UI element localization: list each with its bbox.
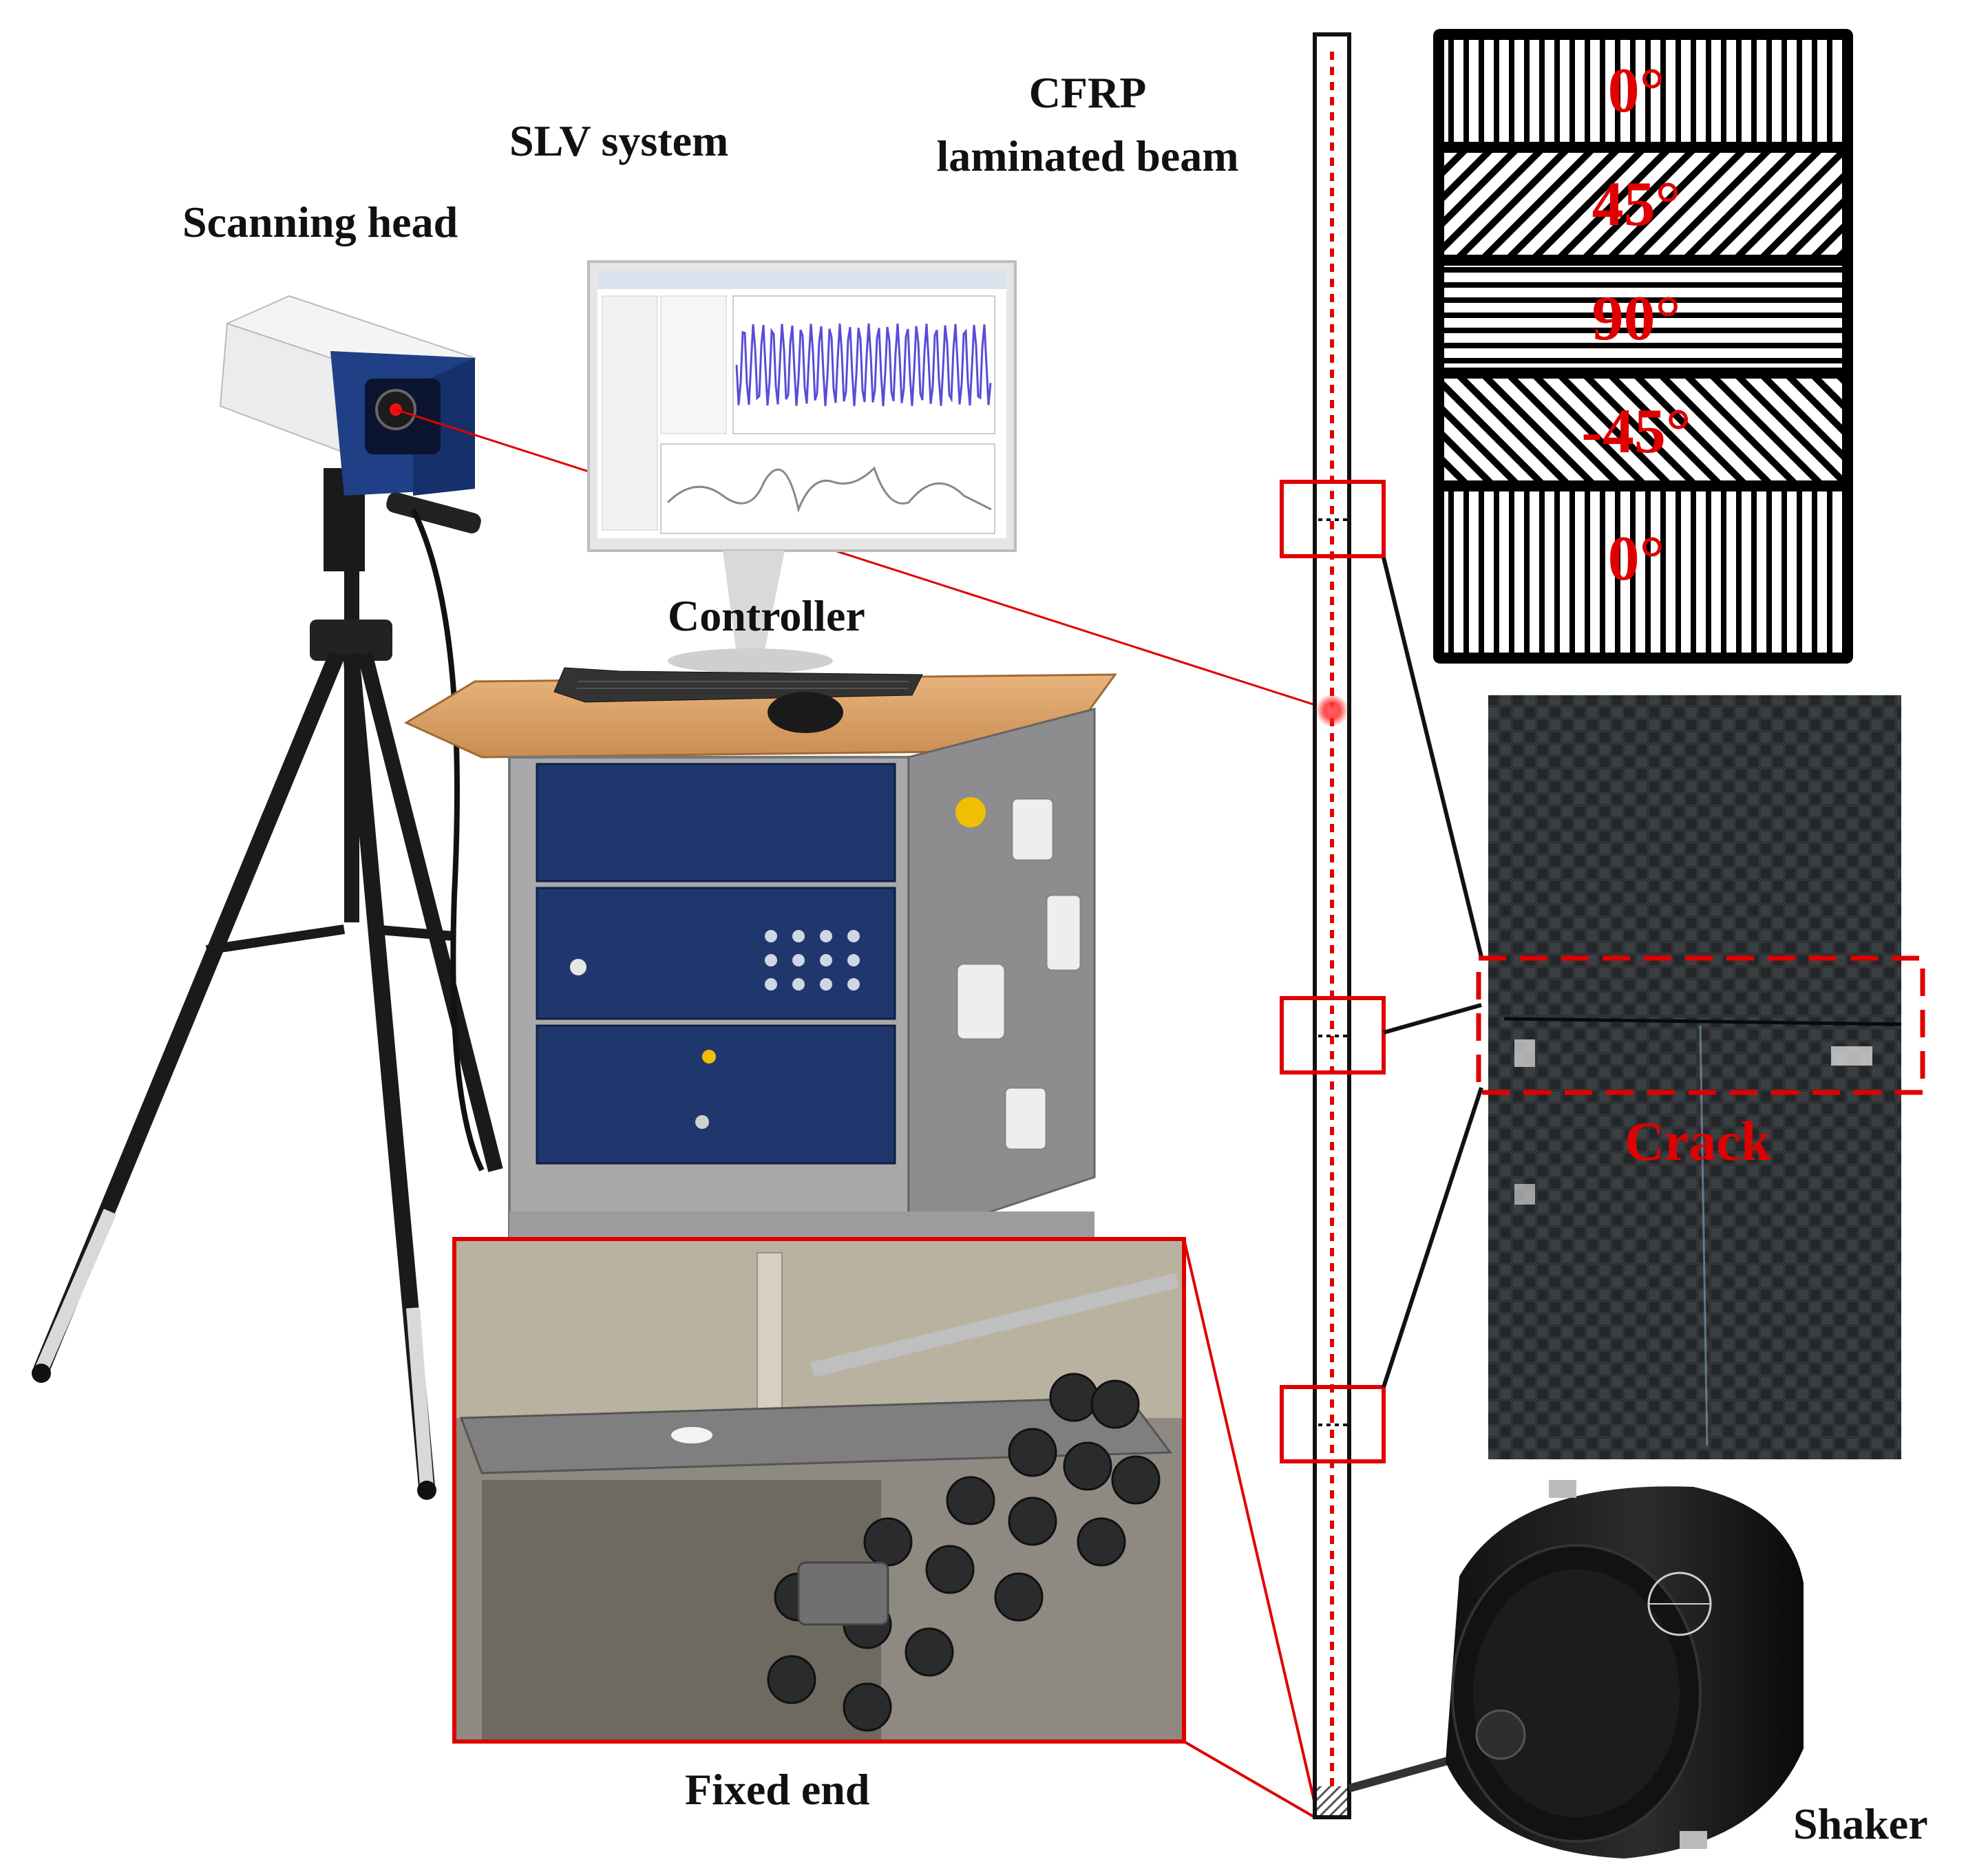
ply-0-top bbox=[1444, 40, 1842, 142]
ply-label-0-bottom: 0° bbox=[1607, 523, 1665, 593]
ply-label-minus-45: -45° bbox=[1581, 396, 1691, 466]
ply-label-45: 45° bbox=[1592, 169, 1681, 239]
panel-connector-lines bbox=[1382, 557, 1483, 1388]
shaker-exciter-icon bbox=[1348, 1480, 1804, 1859]
ply-minus-45 bbox=[1444, 379, 1842, 480]
label-controller: Controller bbox=[668, 591, 865, 640]
ply-90 bbox=[1444, 266, 1842, 368]
label-slv-system: SLV system bbox=[509, 116, 729, 165]
inset-connector-bottom bbox=[1183, 1740, 1316, 1819]
laser-scanning-head-icon bbox=[219, 295, 477, 496]
ply-label-90: 90° bbox=[1592, 283, 1681, 353]
crack-photo bbox=[1476, 695, 1925, 1459]
controller-rack-icon bbox=[403, 667, 1117, 1253]
label-scanning-head: Scanning head bbox=[182, 198, 458, 246]
layup-schematic bbox=[1433, 29, 1853, 664]
cfrp-beam bbox=[1313, 32, 1351, 1819]
laser-beam-line bbox=[395, 408, 1333, 712]
beam-inspection-boxes bbox=[1280, 480, 1386, 1463]
label-fixed-end: Fixed end bbox=[685, 1765, 870, 1814]
label-cfrp-line1: CFRP bbox=[1028, 68, 1147, 117]
tripod-icon bbox=[32, 468, 503, 1500]
label-cfrp-line2: laminated beam bbox=[936, 131, 1239, 180]
ply-0-bottom bbox=[1444, 491, 1842, 653]
ply-45 bbox=[1444, 153, 1842, 255]
monitor-icon bbox=[587, 260, 1017, 673]
label-shaker: Shaker bbox=[1793, 1799, 1928, 1848]
ply-label-0-top: 0° bbox=[1607, 55, 1665, 125]
label-crack: Crack bbox=[1625, 1112, 1772, 1172]
fixed-end-photo bbox=[452, 1237, 1186, 1744]
inset-connector-top bbox=[1183, 1238, 1316, 1804]
